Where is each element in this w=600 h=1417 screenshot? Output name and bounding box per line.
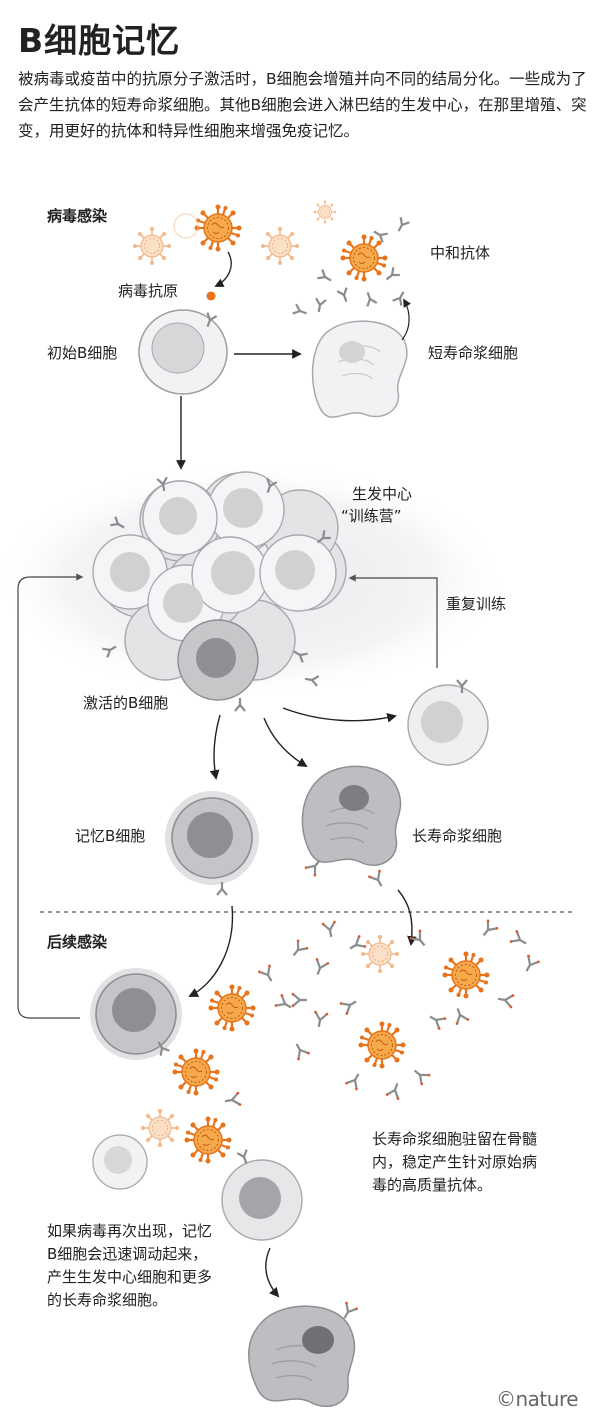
arrow-icon <box>263 717 308 768</box>
short-lived-plasma-cell <box>311 320 408 418</box>
label-viral-antigen: 病毒抗原 <box>118 282 179 300</box>
label-repeat-training: 重复训练 <box>446 595 507 613</box>
section-label-virus-infection: 病毒感染 <box>47 207 108 225</box>
arrow-icon <box>397 889 417 946</box>
nature-logo: ©nature <box>496 1387 579 1411</box>
label-memory-b-cell: 记忆B细胞 <box>75 827 146 845</box>
label-neutralizing-antibody: 中和抗体 <box>430 244 491 262</box>
section-label-subsequent-infection: 后续感染 <box>47 933 108 951</box>
memory-b-cell-reactivated <box>90 968 182 1060</box>
virus-icon <box>193 203 243 253</box>
infecting-viruses <box>132 200 337 266</box>
germinal-center-b-cell <box>221 1148 303 1241</box>
intro-text: 被病毒或疫苗中的抗原分子激活时，B细胞会增殖并向不同的结局分化。一些成为了会产生… <box>18 70 587 140</box>
virus-icon <box>260 226 300 266</box>
arrow-icon <box>265 1247 280 1298</box>
neutralized-virus <box>291 216 411 320</box>
memory-b-cell <box>165 791 259 897</box>
germinal-center-cells <box>92 471 347 713</box>
arrow-icon <box>348 574 438 668</box>
neutralizing-antibody-field <box>140 918 541 1165</box>
naive-b-cell <box>138 309 228 395</box>
arrow-icon <box>282 707 397 723</box>
loop-arrow-icon <box>17 573 84 1019</box>
label-naive-b-cell: 初始B细胞 <box>47 344 118 362</box>
page-title: B细胞记忆 <box>18 21 181 60</box>
arrow-icon <box>214 251 232 287</box>
long-lived-plasma-cell <box>301 765 402 891</box>
returning-b-cell <box>407 678 489 766</box>
arrow-icon <box>401 298 411 341</box>
virus-icon <box>132 226 172 266</box>
viral-antigen-dot <box>206 291 216 301</box>
label-training-camp: “训练营” <box>341 507 402 525</box>
label-long-lived-plasma-cell: 长寿命浆细胞 <box>412 827 503 845</box>
bone-marrow-note: 长寿命浆细胞驻留在骨髓内，稳定产生针对原始病毒的高质量抗体。 <box>372 1130 538 1194</box>
arrow-icon <box>209 714 221 780</box>
arrow-icon <box>188 905 234 997</box>
new-long-lived-plasma-cell <box>248 1300 359 1407</box>
reinfection-note: 如果病毒再次出现，记忆B细胞会迅速调动起来，产生生发中心细胞和更多的长寿命浆细胞… <box>47 1222 213 1309</box>
label-activated-b-cell: 激活的B细胞 <box>83 694 169 712</box>
label-germinal-center: 生发中心 <box>352 485 413 503</box>
label-short-lived-plasma-cell: 短寿命浆细胞 <box>428 344 519 362</box>
virus-icon <box>313 200 337 224</box>
small-b-cell <box>92 1134 148 1190</box>
